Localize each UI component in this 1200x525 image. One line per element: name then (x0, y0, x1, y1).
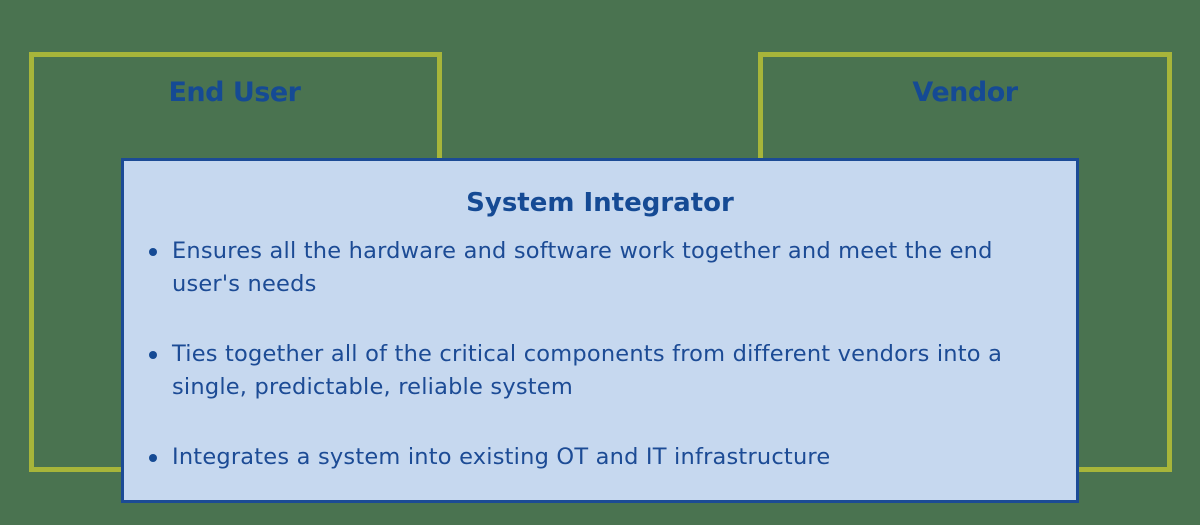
system-integrator-title: System Integrator (466, 188, 734, 218)
bullet-item: Integrates a system into existing OT and… (144, 441, 1064, 474)
bullet-item: Ensures all the hardware and software wo… (144, 235, 1064, 301)
bullet-item: Ties together all of the critical compon… (144, 338, 1064, 404)
system-integrator-bullet-list: Ensures all the hardware and software wo… (144, 235, 1064, 511)
bullet-text: Integrates a system into existing OT and… (172, 444, 831, 470)
bullet-text: Ensures all the hardware and software wo… (172, 238, 993, 297)
bullet-dot-icon (149, 351, 157, 359)
vendor-title: Vendor (912, 77, 1018, 108)
end-user-title: End User (168, 77, 301, 108)
bullet-dot-icon (149, 248, 157, 256)
bullet-text: Ties together all of the critical compon… (172, 341, 1003, 400)
bullet-dot-icon (149, 454, 157, 462)
system-integrator-box: System Integrator Ensures all the hardwa… (121, 158, 1079, 503)
